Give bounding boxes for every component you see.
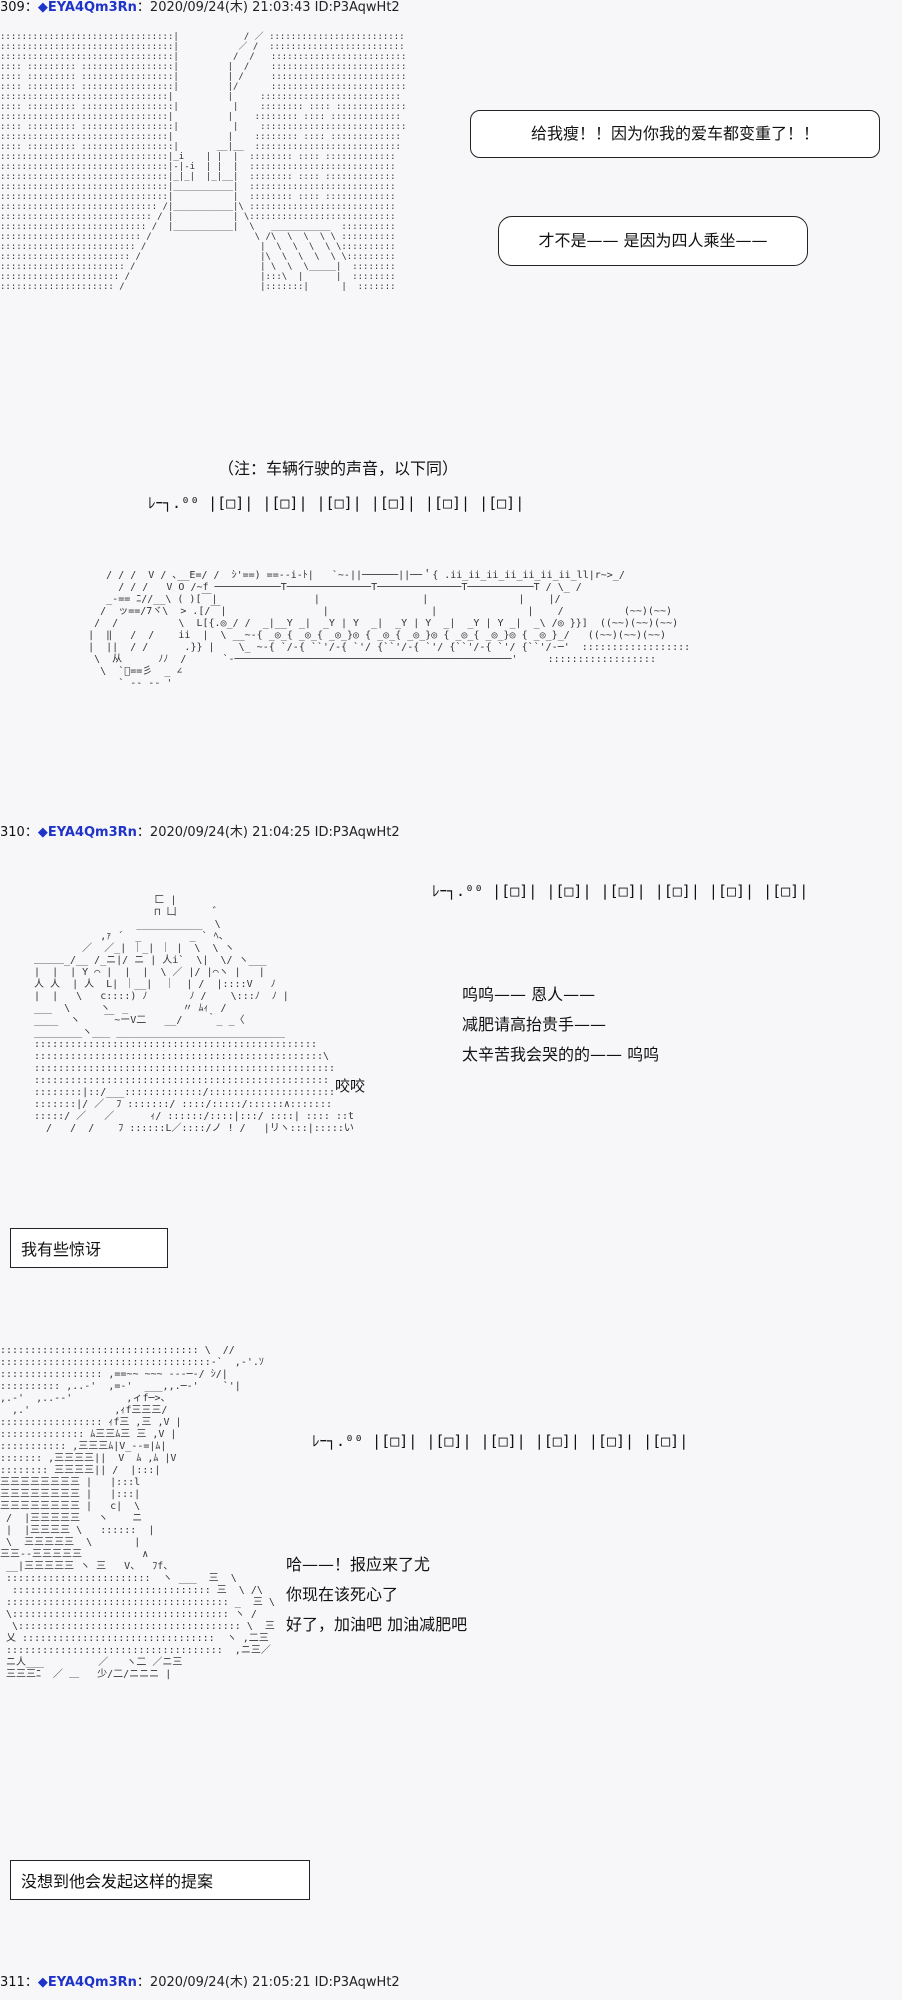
ascii-art-crying-character: 匚 | ⊓ 凵 ゛ ___________ \ ,ｧ ´ _ _ ` ﾍ、 ／ …: [34, 895, 355, 1134]
post-number: 309: [0, 0, 25, 15]
engine-sound-effect: ﾚｰ┐.⁰⁰ |[□]| |[□]| |[□]| |[□]| |[□]| |[□…: [148, 494, 525, 512]
post-id: ID:P3AqwHt2: [314, 1975, 400, 1990]
engine-sound-effect: ﾚｰ┐.⁰⁰ |[□]| |[□]| |[□]| |[□]| |[□]| |[□…: [432, 882, 809, 900]
post-datetime: 2020/09/24(木) 21:03:43: [149, 0, 311, 15]
ascii-art-room: ::::::::::::::::::::::::::::::::| / ／ ::…: [0, 32, 407, 292]
poster-name[interactable]: ◆EYA4Qm3Rn: [37, 825, 137, 840]
dialogue-line: 哈——！报应来了尤: [286, 1555, 431, 1574]
post-datetime: 2020/09/24(木) 21:04:25: [149, 825, 311, 840]
dialogue-line: 呜呜—— 恩人——: [462, 985, 596, 1004]
post-id: ID:P3AqwHt2: [314, 825, 400, 840]
narration-caption: 没想到他会发起这样的提案: [10, 1860, 310, 1900]
dialogue-line: 太辛苦我会哭的的—— 呜呜: [462, 1045, 660, 1064]
post-header-311: 311：◆EYA4Qm3Rn：2020/09/24(木) 21:05:21 ID…: [0, 1975, 400, 1990]
dialogue-line: 减肥请高抬贵手——: [462, 1015, 607, 1034]
ascii-art-tank: / / / V / ､__E=/ / ｼ'==) ==-‐i-ﾄ| `~‐||─…: [88, 570, 691, 689]
post-header-310: 310：◆EYA4Qm3Rn：2020/09/24(木) 21:04:25 ID…: [0, 825, 400, 840]
dialogue-line: 好了，加油吧 加油减肥吧: [286, 1615, 468, 1634]
speech-bubble-2: 才不是—— 是因为四人乘坐——: [498, 216, 808, 266]
post-id: ID:P3AqwHt2: [314, 0, 400, 15]
narration-caption: 我有些惊讶: [10, 1228, 168, 1268]
post-number: 310: [0, 825, 25, 840]
speech-bubble-1: 给我瘦！！因为你我的爱车都变重了！！: [470, 110, 880, 158]
note-text: （注：车辆行驶的声音，以下同）: [218, 459, 459, 478]
post-number: 311: [0, 1975, 25, 1990]
engine-sound-effect: ﾚｰ┐.⁰⁰ |[□]| |[□]| |[□]| |[□]| |[□]| |[□…: [312, 1432, 689, 1450]
post-header-309: 309：◆EYA4Qm3Rn：2020/09/24(木) 21:03:43 ID…: [0, 0, 400, 15]
poster-name[interactable]: ◆EYA4Qm3Rn: [37, 1975, 137, 1990]
ascii-art-smug-character: ::::::::::::::::::::::::::::::::: \ // :…: [0, 1345, 275, 1680]
chewing-sound-effect: 咬咬: [335, 1077, 366, 1095]
dialogue-line: 你现在该死心了: [286, 1585, 399, 1604]
post-datetime: 2020/09/24(木) 21:05:21: [149, 1975, 311, 1990]
poster-name[interactable]: ◆EYA4Qm3Rn: [37, 0, 137, 15]
